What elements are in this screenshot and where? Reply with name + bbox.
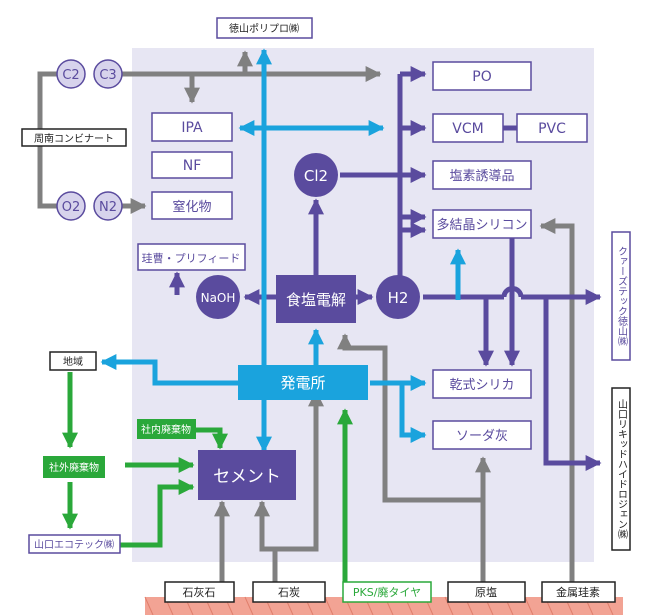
polysilicon-label: 多結晶シリコン xyxy=(436,217,527,233)
power-plant-label: 発電所 xyxy=(280,374,325,392)
liquid-hydrogen-label: 山口リキッドハイドロジェン㈱ xyxy=(616,399,628,539)
coal-label: 石炭 xyxy=(278,586,300,599)
yamaguchi-ecotec-label: 山口エコテック㈱ xyxy=(34,539,114,551)
external-waste-label: 社外廃棄物 xyxy=(49,461,99,474)
gas-c2-node: C2 xyxy=(57,60,85,88)
nitride-label: 窒化物 xyxy=(172,199,211,215)
shunan-kombinat-label: 周南コンビナート xyxy=(34,132,114,145)
limestone-label: 石灰石 xyxy=(183,585,216,599)
tokuyama-polypro-label: 徳山ポリプロ㈱ xyxy=(229,22,299,35)
pks-tires-label: PKS/廃タイヤ xyxy=(353,585,421,599)
ipa-label: IPA xyxy=(181,120,203,136)
po-label: PO xyxy=(472,69,491,85)
gas-c3-node: C3 xyxy=(94,60,122,88)
internal-waste-label: 社内廃棄物 xyxy=(141,423,191,436)
cement-label: セメント xyxy=(213,467,281,487)
gas-o2-node: O2 xyxy=(57,192,85,220)
gas-n2-node: N2 xyxy=(94,192,122,220)
metal-silicon-label: 金属珪素 xyxy=(556,585,600,599)
dry-silica-label: 乾式シリカ xyxy=(449,378,514,393)
soda-ash-label: ソーダ灰 xyxy=(456,429,508,444)
gas-c2-label: C2 xyxy=(62,68,79,83)
gas-n2-label: N2 xyxy=(99,200,117,215)
chlorine-derivatives-label: 塩素誘導品 xyxy=(449,169,514,184)
vcm-label: VCM xyxy=(452,121,483,137)
quartz-tec-label: クァーズテック徳山㈱ xyxy=(616,246,628,346)
silicate-label: 珪曹・プリフィード xyxy=(142,251,241,265)
nf-label: NF xyxy=(183,158,202,174)
h2-label: H2 xyxy=(388,289,409,307)
raw-salt-label: 原塩 xyxy=(475,585,497,599)
naoh-label: NaOH xyxy=(201,291,236,305)
pvc-label: PVC xyxy=(538,121,566,137)
cl2-label: Cl2 xyxy=(304,167,328,185)
region-label: 地域 xyxy=(63,355,83,368)
gas-o2-label: O2 xyxy=(62,200,81,215)
salt-electrolysis-label: 食塩電解 xyxy=(286,291,346,309)
gas-c3-label: C3 xyxy=(99,68,116,83)
